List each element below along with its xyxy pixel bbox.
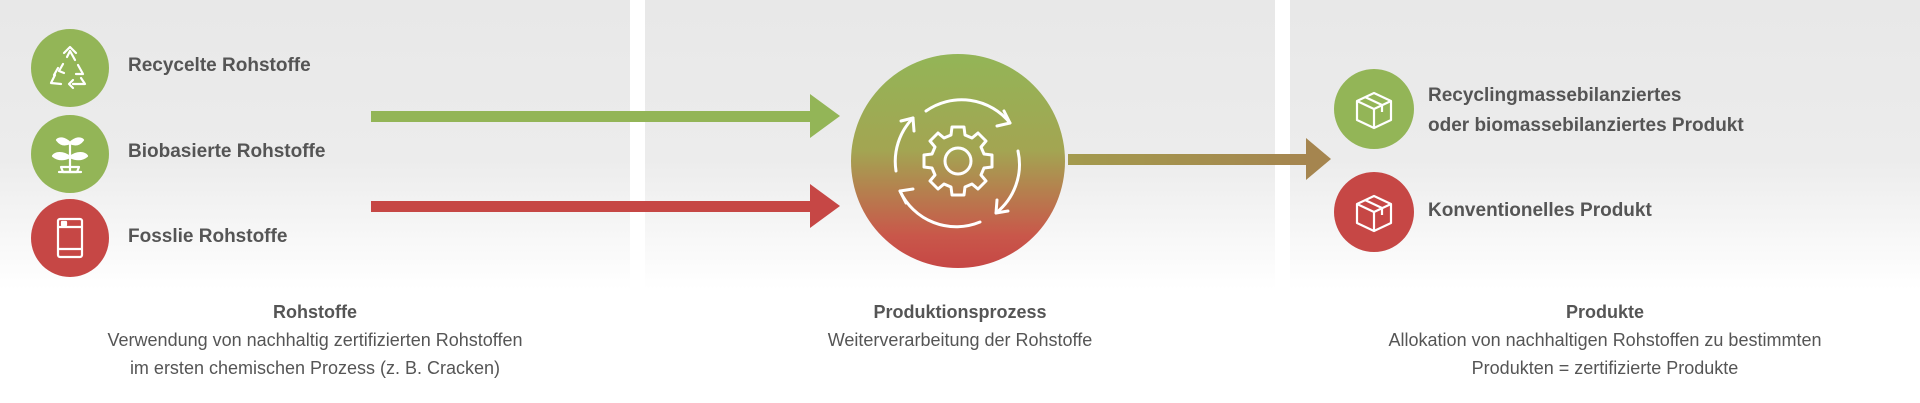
gear-cycle-icon	[893, 98, 1021, 229]
red-arrow-shaft	[371, 201, 811, 212]
barrel-icon	[31, 199, 109, 277]
caption-text-line: Weiterverarbeitung der Rohstoffe	[827, 330, 1093, 350]
caption-text-line: Produkten = zertifizierte Produkte	[1471, 358, 1739, 378]
red-arrowhead	[810, 184, 840, 228]
caption-title: Produktionsprozess	[873, 302, 1047, 322]
product-label-conventional: Konventionelles Produkt	[1428, 200, 1652, 221]
recycle-icon	[31, 29, 109, 107]
plant-icon	[31, 115, 109, 193]
caption-text-line: im ersten chemischen Prozess (z. B. Crac…	[129, 358, 501, 378]
production-process-circle	[851, 54, 1065, 268]
green-arrow-shaft	[371, 111, 811, 122]
caption-title: Rohstoffe	[273, 302, 357, 322]
source-label-recycled: Recycelte Rohstoffe	[128, 55, 311, 76]
product-label-certified-line2: oder biomassebilanziertes Produkt	[1428, 115, 1744, 136]
caption-raw-materials: Rohstoffe Verwendung von nachhaltig zert…	[0, 298, 630, 382]
product-label-certified-line1: Recyclingmassebilanziertes	[1428, 85, 1682, 106]
box-icon	[1334, 69, 1414, 149]
output-arrowhead	[1306, 138, 1331, 180]
caption-text-line: Allokation von nachhaltigen Rohstoffen z…	[1388, 330, 1822, 350]
box-icon	[1334, 172, 1414, 252]
caption-products: Produkte Allokation von nachhaltigen Roh…	[1290, 298, 1920, 382]
product-label-certified: Recyclingmassebilanziertes oder biomasse…	[1428, 81, 1744, 141]
caption-title: Produkte	[1565, 302, 1644, 322]
source-label-fossil: Fosslie Rohstoffe	[128, 226, 288, 247]
green-arrowhead	[810, 94, 840, 138]
caption-production: Produktionsprozess Weiterverarbeitung de…	[645, 298, 1275, 354]
caption-text-line: Verwendung von nachhaltig zertifizierten…	[107, 330, 523, 350]
output-arrow-shaft	[1068, 154, 1308, 165]
source-label-biobased: Biobasierte Rohstoffe	[128, 141, 326, 162]
